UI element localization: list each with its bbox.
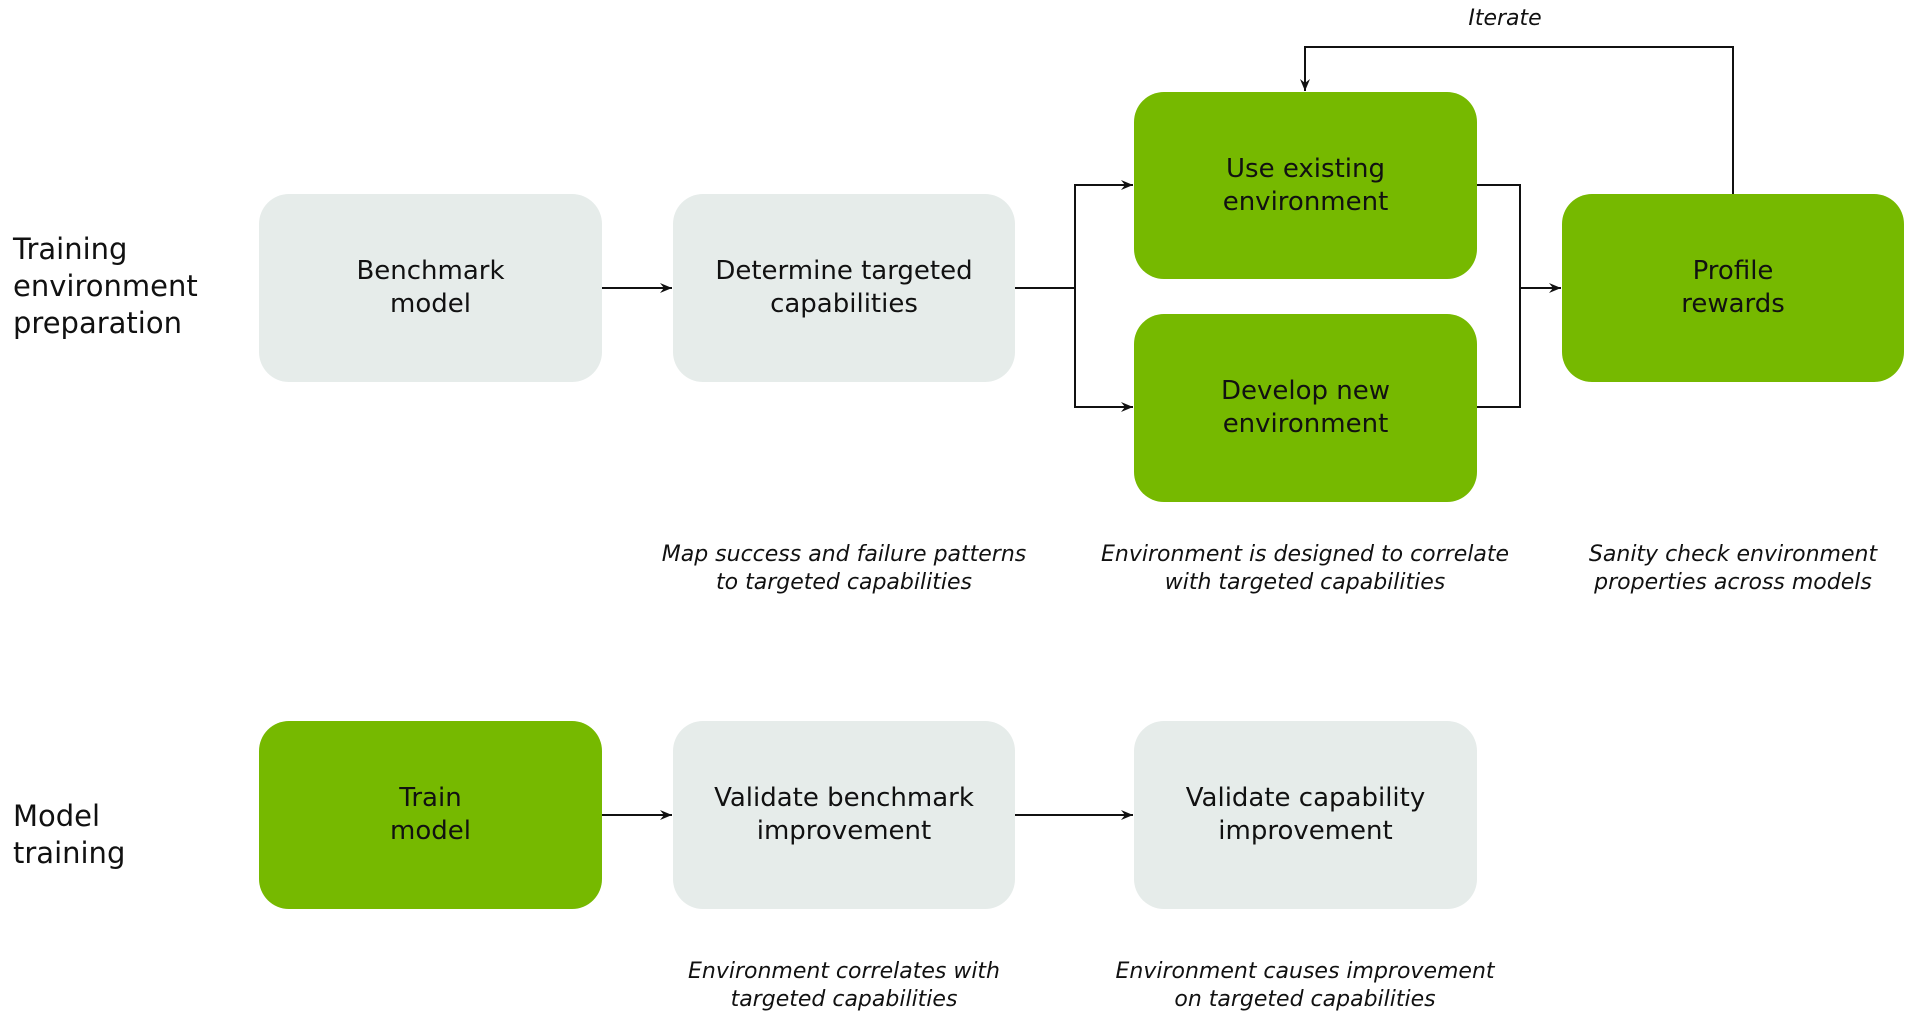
node-label: Validate capability bbox=[1185, 783, 1426, 813]
node-profile-rewards: Profile rewards bbox=[1562, 194, 1904, 382]
caption-line: Environment correlates with bbox=[687, 959, 1001, 984]
node-benchmark-model: Benchmark model bbox=[259, 194, 602, 382]
caption-line: to targeted capabilities bbox=[716, 570, 972, 595]
node-label: model bbox=[390, 289, 471, 319]
node-train-model: Train model bbox=[259, 721, 602, 909]
section-label-line: training bbox=[13, 836, 126, 870]
node-label: Benchmark bbox=[356, 256, 505, 286]
caption-line: Environment is designed to correlate bbox=[1100, 542, 1510, 567]
caption-validate-benchmark: Environment correlates with targeted cap… bbox=[688, 958, 1000, 1014]
node-label: model bbox=[390, 816, 471, 846]
node-label: capabilities bbox=[770, 289, 918, 319]
caption-line: properties across models bbox=[1594, 570, 1872, 595]
section-label-model-training: Model training bbox=[13, 798, 125, 872]
node-use-existing-environment: Use existing environment bbox=[1134, 92, 1477, 279]
iterate-label: Iterate bbox=[1468, 6, 1542, 31]
node-label: environment bbox=[1222, 409, 1389, 439]
section-label-line: environment bbox=[13, 269, 198, 303]
caption-line: with targeted capabilities bbox=[1164, 570, 1446, 595]
section-label-line: Training bbox=[13, 232, 128, 266]
caption-line: targeted capabilities bbox=[730, 987, 958, 1012]
node-determine-targeted-capabilities: Determine targeted capabilities bbox=[673, 194, 1015, 382]
caption-profile: Sanity check environment properties acro… bbox=[1589, 541, 1877, 597]
node-label: Develop new bbox=[1220, 376, 1391, 406]
node-label: Profile bbox=[1692, 256, 1774, 286]
node-label: improvement bbox=[756, 816, 932, 846]
edge-use-existing-to-merge bbox=[1477, 184, 1521, 408]
node-label: Determine targeted bbox=[715, 256, 973, 286]
node-validate-benchmark-improvement: Validate benchmark improvement bbox=[673, 721, 1015, 909]
node-develop-new-environment: Develop new environment bbox=[1134, 314, 1477, 502]
section-label-line: preparation bbox=[13, 306, 182, 340]
node-label: rewards bbox=[1681, 289, 1785, 319]
node-label: Train bbox=[399, 783, 462, 813]
node-validate-capability-improvement: Validate capability improvement bbox=[1134, 721, 1477, 909]
caption-environment: Environment is designed to correlate wit… bbox=[1101, 541, 1509, 597]
caption-line: on targeted capabilities bbox=[1174, 987, 1436, 1012]
edge-branch-to-use-existing bbox=[1074, 180, 1133, 288]
caption-validate-capability: Environment causes improvement on target… bbox=[1115, 958, 1494, 1014]
caption-determine: Map success and failure patterns to targ… bbox=[662, 541, 1027, 597]
node-label: Use existing bbox=[1226, 153, 1385, 184]
edge-branch-to-develop-new bbox=[1074, 288, 1133, 412]
node-label: Validate benchmark bbox=[714, 783, 974, 813]
section-label-line: Model bbox=[13, 799, 101, 833]
caption-line: Sanity check environment bbox=[1588, 542, 1878, 567]
node-label: environment bbox=[1222, 186, 1389, 217]
caption-line: Environment causes improvement bbox=[1115, 959, 1495, 984]
node-label: improvement bbox=[1218, 816, 1393, 846]
caption-line: Map success and failure patterns bbox=[661, 542, 1027, 567]
section-label-environment-preparation: Training environment preparation bbox=[13, 231, 198, 342]
